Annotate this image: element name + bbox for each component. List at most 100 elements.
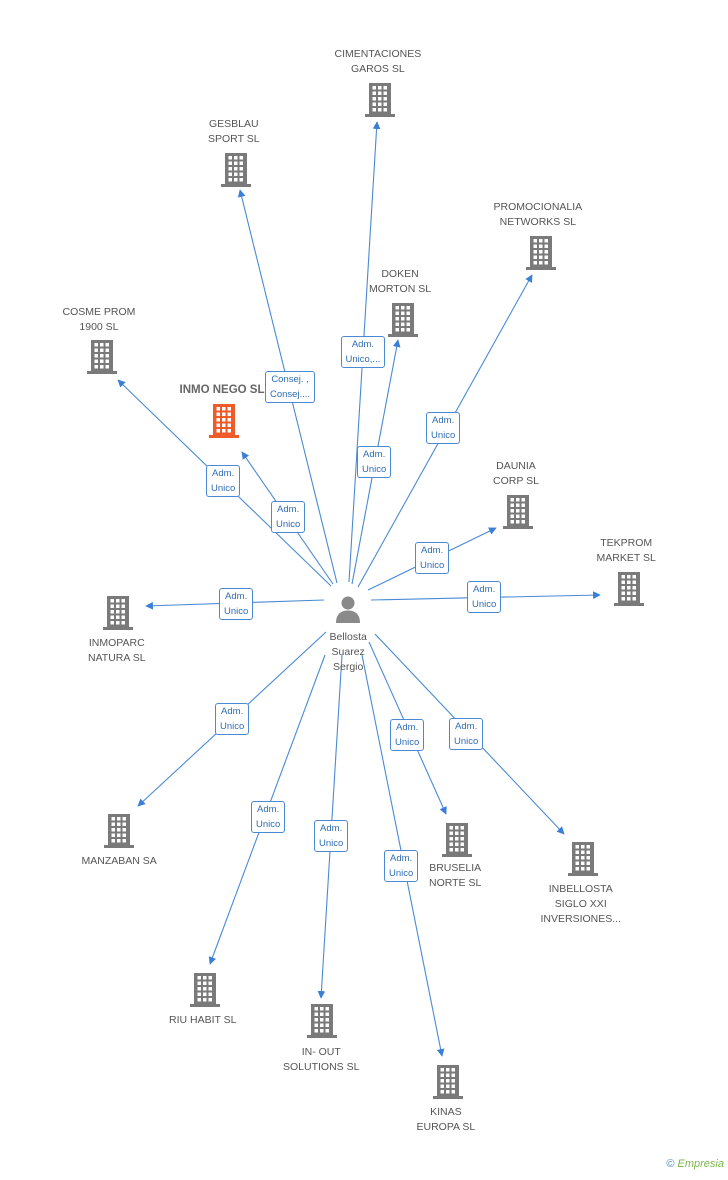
building-icon[interactable]	[209, 404, 239, 443]
company-name-line: DAUNIA	[496, 460, 536, 472]
relation-label-manzaban[interactable]: Adm. Unico	[215, 703, 250, 735]
building-icon[interactable]	[87, 340, 117, 379]
relation-line: Adm.	[396, 722, 419, 733]
company-name-line: 1900 SL	[79, 321, 119, 333]
relation-line: Adm.	[225, 591, 248, 602]
company-label-inmoparc[interactable]: INMOPARC NATURA SL	[88, 636, 146, 666]
relation-line: Consej. ,	[271, 374, 309, 385]
building-icon[interactable]	[442, 823, 472, 862]
relation-label-riuhabit[interactable]: Adm. Unico	[251, 801, 286, 833]
relation-label-kinas[interactable]: Adm. Unico	[384, 850, 419, 882]
company-name-line: SOLUTIONS SL	[283, 1061, 360, 1073]
person-name-label: Bellosta Suarez Sergio	[330, 630, 367, 675]
company-label-promocionalia[interactable]: PROMOCIONALIA NETWORKS SL	[494, 200, 583, 230]
relation-label-inmonego[interactable]: Adm. Unico	[271, 501, 306, 533]
relation-line: Unico	[256, 819, 281, 830]
relation-line: Adm.	[221, 706, 244, 717]
building-icon[interactable]	[190, 973, 220, 1012]
company-name-line: MANZABAN SA	[81, 855, 157, 867]
person-icon	[336, 596, 360, 623]
relation-line: Adm.	[257, 804, 280, 815]
relation-line: Unico	[454, 736, 479, 747]
relation-label-gesblau[interactable]: Consej. , Consej....	[265, 371, 316, 403]
brand-logo-text[interactable]: Empresia	[677, 1158, 724, 1170]
relation-label-promocionalia[interactable]: Adm.Unico	[426, 412, 461, 444]
relation-line: Unico	[420, 560, 445, 571]
company-name-line: MORTON SL	[369, 283, 432, 295]
relation-line: Unico	[224, 606, 249, 617]
relation-label-daunia[interactable]: Adm. Unico	[415, 542, 450, 574]
building-icon[interactable]	[221, 153, 251, 192]
company-label-riuhabit[interactable]: RIU HABIT SL	[169, 1013, 237, 1028]
relation-line: Adm.	[277, 504, 300, 515]
person-name-line: Sergio	[333, 661, 364, 673]
relation-label-tekprom[interactable]: Adm. Unico	[467, 581, 502, 613]
relation-label-inmoparc[interactable]: Adm. Unico	[219, 588, 254, 620]
relation-line: Unico	[389, 868, 414, 879]
company-name-line: EUROPA SL	[416, 1121, 476, 1133]
building-icon[interactable]	[614, 572, 644, 611]
relation-line: Unico	[211, 483, 236, 494]
relation-line: Consej....	[270, 389, 311, 400]
relation-line: Adm.	[390, 853, 413, 864]
company-label-gesblau[interactable]: GESBLAU SPORT SL	[208, 117, 260, 147]
building-icon[interactable]	[568, 842, 598, 881]
footer-credit: © Empresia	[666, 1158, 724, 1170]
relation-line: Unico,...	[345, 354, 381, 365]
relation-label-inbellosta[interactable]: Adm.Unico	[449, 718, 484, 750]
relation-line: Adm.	[473, 584, 496, 595]
company-name-line: INBELLOSTA	[548, 883, 613, 895]
building-icon[interactable]	[388, 303, 418, 342]
person-node[interactable]	[334, 595, 362, 628]
company-label-manzaban[interactable]: MANZABAN SA	[82, 854, 157, 869]
company-label-tekprom[interactable]: TEKPROM MARKET SL	[597, 536, 656, 566]
company-name-line: RIU HABIT SL	[169, 1014, 237, 1026]
relation-line: Unico	[472, 599, 497, 610]
building-icon[interactable]	[526, 236, 556, 275]
relation-line: Unico	[276, 519, 301, 530]
relation-line: Unico	[220, 721, 245, 732]
company-name-line: NATURA SL	[88, 652, 146, 664]
building-icon[interactable]	[365, 83, 395, 122]
copyright-symbol: ©	[666, 1158, 675, 1170]
building-icon[interactable]	[307, 1004, 337, 1043]
company-name-line: COSME PROM	[62, 306, 136, 318]
relation-line: Adm.	[432, 415, 455, 426]
relation-label-bruselia[interactable]: Adm.Unico	[390, 719, 425, 751]
company-label-doken[interactable]: DOKEN MORTON SL	[369, 267, 431, 297]
company-name-line: INVERSIONES...	[540, 913, 622, 925]
company-name-line: GESBLAU	[208, 118, 259, 130]
relation-label-inout[interactable]: Adm.Unico	[314, 820, 349, 852]
company-name-line: CIMENTACIONES	[334, 48, 422, 60]
relation-label-doken[interactable]: Adm. Unico	[357, 446, 392, 478]
relation-line: Unico	[362, 464, 387, 475]
company-label-cimentaciones[interactable]: CIMENTACIONES GAROS SL	[335, 47, 422, 77]
person-name-line: Bellosta	[329, 631, 367, 643]
company-name-line: TEKPROM	[600, 537, 653, 549]
company-name-line: DOKEN	[381, 268, 419, 280]
relation-label-cimentaciones[interactable]: Adm.Unico,...	[340, 336, 386, 368]
building-icon[interactable]	[104, 814, 134, 853]
building-icon[interactable]	[433, 1065, 463, 1104]
company-name-line: BRUSELIA	[429, 862, 482, 874]
company-name-line: INMOPARC	[88, 637, 145, 649]
relation-line: Adm.	[363, 449, 386, 460]
company-name-line: MARKET SL	[596, 552, 656, 564]
building-icon[interactable]	[503, 495, 533, 534]
company-name-line: PROMOCIONALIA	[493, 201, 583, 213]
relation-label-cosme[interactable]: Adm.Unico	[206, 465, 241, 497]
company-label-cosme[interactable]: COSME PROM 1900 SL	[63, 305, 136, 335]
company-label-inmonego[interactable]: INMO NEGO SL	[180, 383, 265, 398]
company-name-line: SPORT SL	[208, 133, 260, 145]
company-name-line: NETWORKS SL	[499, 216, 577, 228]
relation-line: Adm.	[421, 545, 444, 556]
building-icon[interactable]	[103, 596, 133, 635]
company-name-line: GAROS SL	[351, 63, 405, 75]
person-name-line: Suarez	[331, 646, 365, 658]
